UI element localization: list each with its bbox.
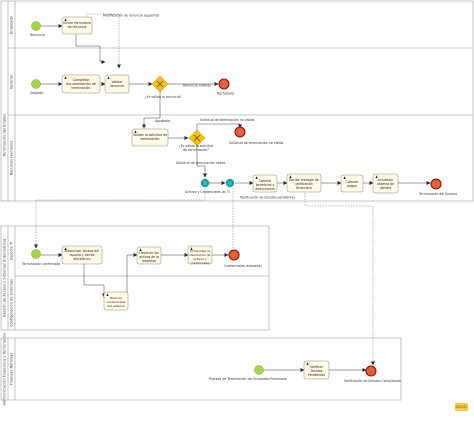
bizagi-logo: BIZAGI bbox=[455, 403, 468, 411]
lane-empleado-title: Empleado bbox=[10, 16, 14, 34]
pool-terminacion-empleo: Terminación del Empleo Empleado Gerente … bbox=[0, 0, 474, 202]
label-terminacion-empleo: Terminación del Empleo bbox=[418, 192, 457, 196]
task-verificar-deudas-label: Verificar Deudas Pendientes bbox=[307, 365, 326, 377]
pool-main-title: Terminación del Empleo bbox=[3, 114, 7, 158]
user-icon: ♟ bbox=[107, 76, 110, 80]
task-calcular-beneficios-label: Calcular beneficios y deducciones bbox=[255, 179, 275, 191]
label-solicitud-no-valida-end: Solicitud de terminación no válida bbox=[229, 141, 283, 145]
label-verificacion-pendientes: Verificación de Deudas pendientes bbox=[240, 196, 296, 200]
start-event-despido bbox=[31, 79, 41, 89]
task-devolver-activos-label: Devolver los activos de la empresa bbox=[139, 251, 159, 263]
task-enviar-formulario[interactable]: ♟ Enviar formulario de renuncia bbox=[61, 16, 93, 35]
task-validar-renuncia-label: Validar renuncia bbox=[110, 80, 124, 88]
task-revocar-credenciales[interactable]: ♟ Revocar credenciales del sistema bbox=[103, 291, 129, 311]
gateway-solicitud-valida bbox=[188, 129, 206, 147]
task-devolver-activos[interactable]: ♟ Devolver los activos de la empresa bbox=[136, 246, 162, 265]
user-icon: ♟ bbox=[134, 130, 137, 134]
user-icon: ♟ bbox=[306, 362, 309, 366]
lane-ti2-title: Configuración de Sistemas bbox=[10, 279, 14, 327]
end-event-verificacion-completada bbox=[365, 365, 377, 377]
label-gw1-question: ¿Es válida la renuncia? bbox=[145, 95, 182, 99]
pool-gestion-ti: Gestión de Acceso y Sistemas (Informátic… bbox=[0, 225, 270, 331]
task-revocar-credenciales-label: Revocar credenciales del sistema bbox=[106, 296, 126, 308]
label-aprobado: Aprobado bbox=[155, 119, 170, 123]
task-calcular-beneficios[interactable]: ♟ Calcular beneficios y deducciones bbox=[252, 174, 278, 193]
task-validar-solicitud-label: Validar la solicitud de terminación bbox=[132, 133, 168, 141]
pool-fin-title: Administración Financiera y Terminación bbox=[3, 333, 7, 405]
lane-ti-title: Soporte TI bbox=[10, 242, 14, 260]
label-rechazado: Rechazado bbox=[217, 92, 234, 96]
label-proceso-terminacion: Proceso de Terminación del Empleado Proc… bbox=[209, 377, 287, 381]
task-enviar-formulario-label: Enviar formulario de renuncia bbox=[63, 21, 91, 29]
end-event-solicitud-no-valida bbox=[234, 126, 246, 138]
user-icon: ♟ bbox=[106, 293, 109, 297]
lane-fin-title: Finanzas Nóminas bbox=[10, 353, 14, 386]
pool-ti-title: Gestión de Acceso y Sistemas (Informátic… bbox=[3, 238, 7, 317]
label-modificacion: Modificación de renuncia requerida bbox=[103, 14, 159, 18]
start-event-terminacion-confirmada bbox=[31, 249, 41, 259]
lane-rrhh-title: Recursos Humanos bbox=[10, 141, 14, 176]
task-calcular-pagos[interactable]: ♟ Calcular pagos bbox=[340, 174, 364, 193]
label-renuncia-invalida: Renuncia inválida bbox=[183, 84, 211, 88]
user-icon: ♟ bbox=[139, 248, 142, 252]
label-activos-credenciales: Activos y Credenciales de TI bbox=[185, 190, 230, 194]
end-event-terminacion-empleo bbox=[430, 178, 442, 190]
lane-gerente-title: Gerente bbox=[10, 74, 14, 89]
label-renuncia: Renuncia bbox=[30, 33, 45, 37]
gateway-renuncia-valida bbox=[151, 75, 169, 93]
task-validar-renuncia[interactable]: ♟ Validar renuncia bbox=[104, 74, 130, 94]
end-event-rechazado bbox=[218, 78, 230, 90]
task-calcular-pagos-label: Calcular pagos bbox=[345, 180, 359, 188]
task-verificar-deudas[interactable]: ♟ Verificar Deudas Pendientes bbox=[303, 360, 330, 380]
task-comprobar-devolucion-label: Comprobar la devolución de activos y cre… bbox=[189, 249, 211, 264]
user-icon: ♟ bbox=[375, 175, 378, 179]
label-credenciales-revocadas: Credenciales revocadas bbox=[224, 264, 262, 268]
task-completar-documentacion[interactable]: ♟ Completar documentación de terminación bbox=[61, 74, 101, 94]
task-validar-solicitud[interactable]: ♟ Validar la solicitud de terminación bbox=[131, 128, 169, 147]
task-comprobar-devolucion[interactable]: ♟ Comprobar la devolución de activos y c… bbox=[187, 245, 213, 265]
task-recibir-mensaje[interactable]: ♟ Recibir mensaje de verificación financ… bbox=[286, 173, 322, 193]
end-event-credenciales-revocadas bbox=[228, 249, 240, 261]
pool-administracion-financiera: Administración Financiera y Terminación … bbox=[0, 333, 402, 405]
label-solicitud-valida: Solicitud de terminación válida bbox=[176, 161, 225, 165]
user-icon: ♟ bbox=[255, 176, 258, 180]
user-icon: ♟ bbox=[64, 76, 67, 80]
user-icon: ♟ bbox=[64, 18, 67, 22]
user-icon: ♟ bbox=[64, 247, 67, 251]
intermediate-verificacion bbox=[225, 178, 235, 188]
task-actualizar-sistema[interactable]: ♟ Actualizar sistema de nómina bbox=[372, 173, 399, 194]
task-recibir-mensaje-label: Recibir mensaje de verificación financie… bbox=[289, 178, 319, 190]
user-icon: ♟ bbox=[190, 247, 193, 251]
task-desactivar-acceso[interactable]: ♟ Desactivar acceso del usuario y correo… bbox=[61, 245, 103, 265]
task-actualizar-sistema-label: Actualizar sistema de nómina bbox=[377, 178, 394, 190]
label-solicitud-no-valida: Solicitud de terminación no válida bbox=[200, 118, 254, 122]
task-completar-documentacion-label: Completar documentación de terminación bbox=[66, 78, 96, 90]
label-verificacion-completada: Verificación de Deudas Completada bbox=[344, 379, 401, 383]
start-event-renuncia bbox=[31, 21, 41, 31]
label-despido: Despido bbox=[30, 91, 43, 95]
task-desactivar-acceso-label: Desactivar acceso del usuario y correo e… bbox=[65, 249, 99, 261]
start-event-proceso-terminacion bbox=[254, 365, 264, 375]
user-icon: ♟ bbox=[289, 175, 292, 179]
user-icon: ♟ bbox=[343, 176, 346, 180]
sequence-flows bbox=[34, 13, 431, 372]
label-gw2-question: ¿Es válida la solicitud de terminación? bbox=[178, 144, 214, 152]
intermediate-activos bbox=[200, 178, 210, 188]
label-terminacion-confirmada: Terminación confirmada bbox=[21, 262, 60, 266]
